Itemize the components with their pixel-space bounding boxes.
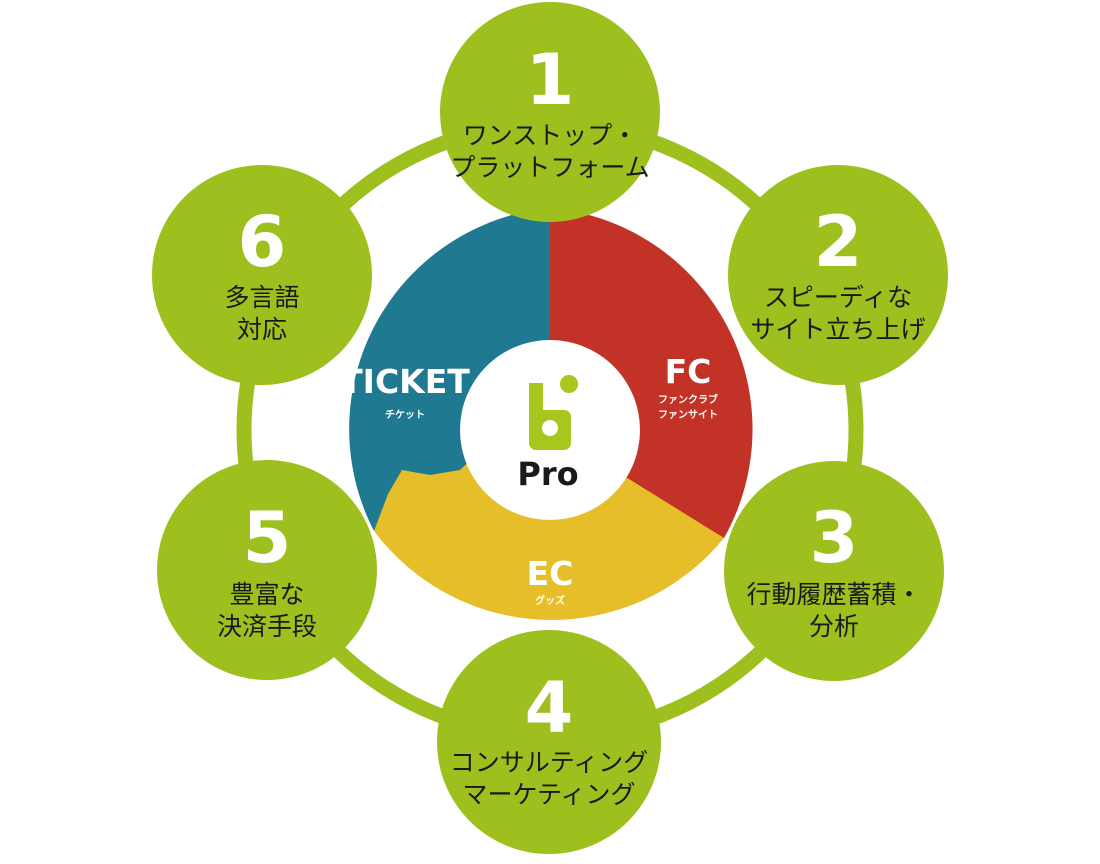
feature-line-2a: スピーディな <box>764 283 912 312</box>
segment-label-ec-group: EC グッズ <box>527 554 574 607</box>
feature-line-2b: サイト立ち上げ <box>750 315 925 344</box>
feature-node-2: 2 スピーディな サイト立ち上げ <box>728 165 948 385</box>
feature-node-6: 6 多言語 対応 <box>152 165 372 385</box>
feature-node-4: 4 コンサルティング マーケティング <box>437 630 661 854</box>
feature-number-4: 4 <box>525 667 574 749</box>
feature-number-1: 1 <box>526 39 575 121</box>
feature-circle-2 <box>728 165 948 385</box>
feature-line-3b: 分析 <box>809 612 859 641</box>
segment-label-ticket: TICKET <box>340 362 470 401</box>
feature-line-4a: コンサルティング <box>450 748 649 777</box>
center-hub: Pro <box>460 340 640 520</box>
feature-number-6: 6 <box>238 201 287 283</box>
feature-circle-1 <box>440 2 660 222</box>
segment-fc <box>550 208 753 538</box>
feature-node-5: 5 豊富な 決済手段 <box>157 460 377 680</box>
segment-label-fc-group: FC ファンクラブ ファンサイト <box>658 352 718 421</box>
segment-sub-fc-2: ファンサイト <box>658 409 718 421</box>
feature-line-6a: 多言語 <box>224 283 299 312</box>
service-wheel <box>349 208 753 620</box>
feature-circle-5 <box>157 460 377 680</box>
feature-number-5: 5 <box>243 497 292 579</box>
b-logo-icon <box>529 375 578 450</box>
feature-line-1b: プラットフォーム <box>450 153 649 182</box>
segment-label-fc: FC <box>665 352 712 391</box>
feature-node-1: 1 ワンストップ・ プラットフォーム <box>440 2 660 222</box>
feature-line-4b: マーケティング <box>462 780 635 809</box>
feature-circle-6 <box>152 165 372 385</box>
feature-circle-3 <box>724 461 944 681</box>
segment-sub-ticket: チケット <box>385 409 425 421</box>
feature-line-3a: 行動履歴蓄積・ <box>746 580 921 609</box>
segment-ticket <box>349 208 575 531</box>
feature-number-3: 3 <box>810 497 859 579</box>
feature-number-2: 2 <box>814 201 863 283</box>
segment-label-ec: EC <box>527 554 574 593</box>
feature-node-3: 3 行動履歴蓄積・ 分析 <box>724 461 944 681</box>
segment-label-ticket-group: TICKET チケット <box>340 362 470 421</box>
feature-circle-4 <box>437 630 661 854</box>
feature-line-5b: 決済手段 <box>217 612 317 641</box>
feature-line-5a: 豊富な <box>229 580 304 609</box>
center-label: Pro <box>517 455 578 493</box>
feature-line-6b: 対応 <box>237 315 287 344</box>
segment-ec <box>374 430 724 620</box>
segment-sub-ec: グッズ <box>535 594 565 607</box>
feature-line-1a: ワンストップ・ <box>463 121 638 150</box>
segment-sub-fc-1: ファンクラブ <box>658 393 718 406</box>
